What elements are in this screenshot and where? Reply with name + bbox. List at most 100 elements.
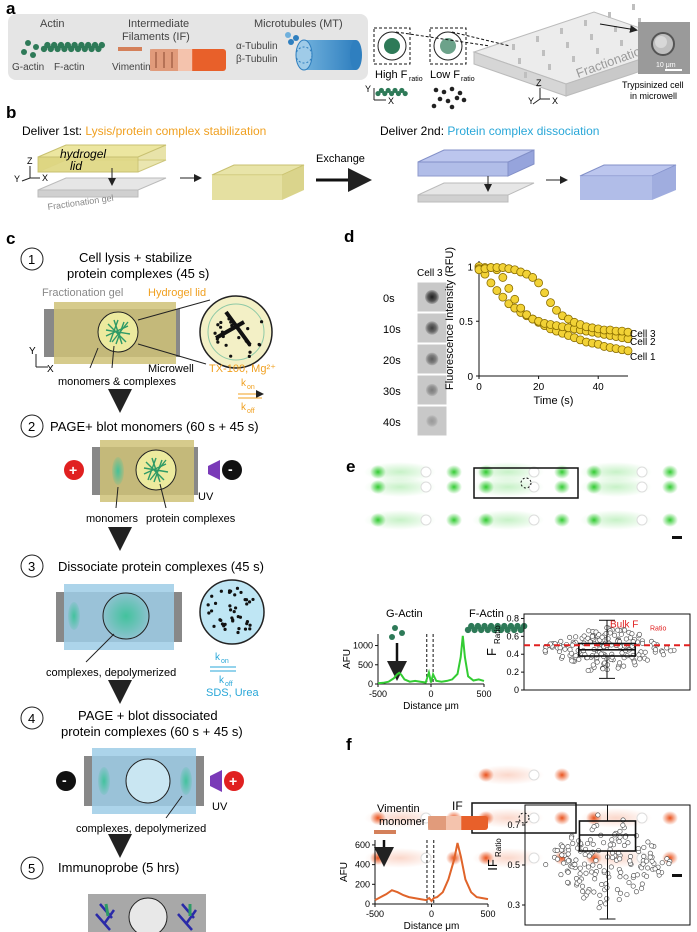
well [420, 466, 432, 478]
x-tick-label: 0 [428, 689, 433, 699]
data-point-cell-2 [510, 294, 520, 304]
monomer-band [586, 811, 602, 825]
uv-lamp-c2 [208, 460, 220, 480]
monomer-dot [243, 598, 247, 602]
monomer-dot [227, 589, 232, 593]
complex-band [446, 480, 462, 494]
sample-dot [604, 885, 610, 891]
sample-dot [614, 887, 620, 893]
monomer-dot [233, 593, 237, 597]
sample-dot [585, 889, 591, 895]
svg-text:Z: Z [536, 78, 542, 88]
sample-dot [543, 862, 549, 868]
monomer-dot [229, 320, 233, 324]
step3-circle [20, 554, 44, 578]
sample-dot [634, 872, 640, 878]
step5-number: 5 [28, 861, 35, 876]
actin-bead [98, 41, 106, 49]
sample-dot [559, 852, 565, 858]
complex-band [662, 851, 678, 865]
sample-dot [649, 843, 655, 849]
well [528, 514, 540, 526]
monomer-dot [248, 350, 252, 354]
microwell [512, 44, 515, 50]
complex-band [662, 811, 678, 825]
data-point-cell-1 [492, 286, 502, 295]
sample-dot [645, 865, 651, 871]
complex-band [554, 480, 570, 494]
sample-dot [664, 645, 670, 651]
panel-d-letter: d [344, 227, 354, 246]
sample-dot [624, 892, 630, 898]
y-tick-label: 0 [368, 679, 373, 689]
monomer-dot [235, 586, 240, 590]
step5-title: Immunoprobe (5 hrs) [58, 860, 179, 875]
monomer-dot [229, 354, 233, 358]
sample-dot [628, 854, 634, 860]
sample-dot [618, 890, 624, 896]
sample-dot [601, 840, 607, 846]
sample-dot [607, 630, 613, 636]
protein-mesh-line [147, 457, 157, 481]
pointer-c4 [165, 795, 183, 819]
sample-dot [660, 652, 666, 658]
time-label: 20s [383, 355, 401, 367]
sample-dot [572, 862, 578, 868]
microwell [536, 36, 539, 42]
y-axis-title: AFU [339, 862, 350, 882]
well [636, 481, 648, 493]
time-label: 30s [383, 386, 401, 398]
sample-dot [591, 824, 597, 830]
hydrogel-lid-yellow-stack: hydrogel lid Fractionation gel [37, 144, 167, 212]
actin-bead [382, 90, 388, 97]
microwell [524, 72, 527, 78]
y-tick-label: 0.3 [507, 900, 520, 910]
sample-dot [627, 858, 633, 864]
sample-dot [607, 842, 613, 848]
y-axis-subscript: Ratio [493, 625, 502, 644]
monomer-band [478, 513, 494, 527]
monomer-dot [258, 343, 262, 347]
g-actin-dots [21, 40, 39, 58]
plot-frame [523, 613, 691, 691]
cytoskeleton-box [8, 14, 368, 80]
sample-dot [585, 635, 591, 641]
monomers-label: monomers [86, 513, 138, 525]
sample-dot [562, 646, 568, 652]
sample-dot [603, 631, 609, 637]
sample-dot [617, 828, 623, 834]
deliver-second-text: Deliver 2nd: Protein complex dissociatio… [380, 124, 599, 138]
microwell [596, 48, 599, 54]
sample-dot [565, 869, 571, 875]
microwell-label: Microwell [148, 363, 194, 375]
sample-dot [623, 636, 629, 642]
monomer-dot [247, 343, 252, 347]
sample-dot [594, 659, 600, 665]
sample-dot [592, 876, 598, 882]
protein-mesh-line [153, 459, 163, 483]
sample-dot [587, 837, 593, 843]
plus-electrode-c2 [64, 460, 84, 480]
step5-circle [20, 856, 44, 880]
if-plot-label: IF [452, 799, 463, 813]
complex-band [554, 465, 570, 479]
monomer-dot [207, 611, 211, 615]
data-point-cell-3 [552, 305, 561, 315]
x-axis-title: Distance μm [404, 921, 460, 932]
minus-sign-c4: - [62, 772, 67, 788]
deliver-first-label: Lysis/protein complex stabilization [85, 124, 266, 138]
data-point-cell-1 [623, 346, 633, 356]
step2-circle [20, 414, 44, 438]
svg-text:Y: Y [528, 96, 534, 106]
sample-dot [645, 839, 651, 845]
sample-dot [626, 880, 632, 886]
sample-dot [592, 871, 598, 877]
high-ratio-inset: High F ratio [373, 27, 423, 97]
monomer-dot [219, 589, 223, 593]
sample-dot [640, 861, 646, 867]
scale-label: 10 μm [656, 62, 676, 69]
monomer-dot [212, 624, 216, 628]
